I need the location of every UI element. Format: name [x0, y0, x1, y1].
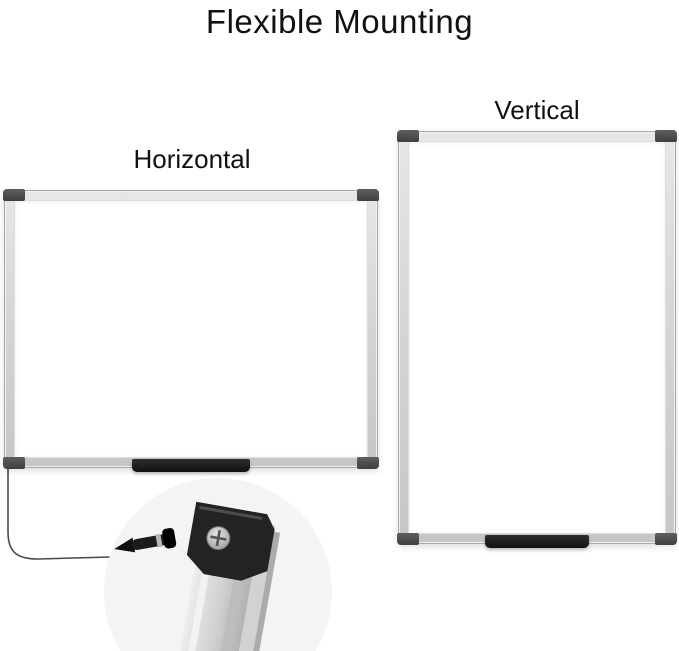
- whiteboard-surface: [408, 141, 666, 534]
- whiteboard-surface: [14, 200, 368, 458]
- corner-detail-inset: [104, 478, 332, 651]
- corner-cap-icon: [357, 189, 379, 201]
- corner-detail-illustration: [114, 501, 281, 651]
- mount-pin-icon: [114, 528, 177, 553]
- whiteboard-vertical: [397, 130, 677, 548]
- page-title: Flexible Mounting: [205, 3, 474, 40]
- frame-profile: [168, 501, 281, 651]
- corner-cap-icon: [3, 457, 25, 469]
- corner-cap-icon: [655, 533, 677, 545]
- corner-cap-icon: [397, 533, 419, 545]
- corner-cap-icon: [655, 130, 677, 142]
- whiteboard-horizontal: [3, 189, 379, 472]
- corner-cap-icon: [397, 130, 419, 142]
- label-horizontal: Horizontal: [133, 144, 251, 174]
- corner-cap-icon: [186, 501, 275, 581]
- corner-cap-icon: [3, 189, 25, 201]
- marker-tray: [132, 459, 250, 472]
- label-vertical: Vertical: [494, 95, 580, 125]
- marker-tray: [485, 535, 589, 548]
- corner-cap-icon: [357, 457, 379, 469]
